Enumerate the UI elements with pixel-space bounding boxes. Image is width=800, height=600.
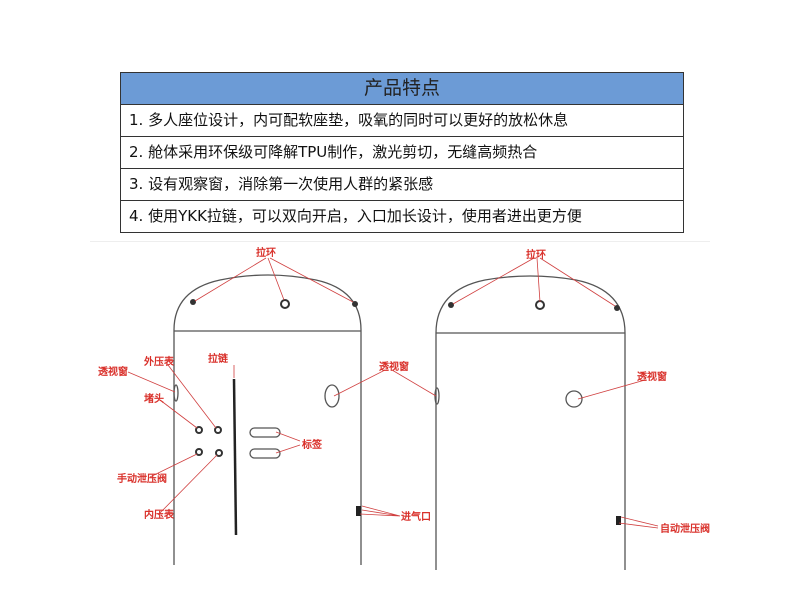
label-zipper: 拉链	[208, 352, 229, 365]
table-row: 4. 使用YKK拉链，可以双向开启，入口加长设计，使用者进出更方便	[121, 200, 683, 232]
label-outer-gauge: 外压表	[143, 355, 175, 368]
tag-slot	[249, 448, 281, 459]
divider	[90, 241, 710, 242]
table-row: 2. 舱体采用环保级可降解TPU制作，激光剪切，无缝高频热合	[121, 136, 683, 168]
label-pull-ring: 拉环	[256, 246, 276, 259]
features-table: 产品特点 1. 多人座位设计，内可配软座垫，吸氧的同时可以更好的放松休息 2. …	[120, 72, 684, 233]
label-tags: 标签	[301, 438, 323, 451]
callout-arrows	[127, 257, 659, 529]
zipper	[232, 378, 238, 536]
pull-ring	[535, 300, 545, 310]
view-window	[324, 384, 340, 408]
fittings	[195, 426, 223, 457]
air-inlet	[356, 506, 361, 516]
table-title: 产品特点	[121, 73, 683, 105]
pull-ring	[280, 299, 290, 309]
label-inner-gauge: 内压表	[144, 508, 175, 521]
pull-ring	[614, 305, 620, 311]
label-pull-ring: 拉环	[526, 248, 546, 261]
pull-ring	[352, 301, 358, 307]
side-window	[434, 387, 440, 405]
pull-ring	[448, 302, 454, 308]
label-plug: 堵头	[144, 392, 164, 405]
label-window: 透视窗	[379, 360, 409, 373]
tag-slot	[249, 427, 281, 438]
label-window: 透视窗	[637, 370, 667, 383]
table-row: 3. 设有观察窗，消除第一次使用人群的紧张感	[121, 168, 683, 200]
label-window: 透视窗	[98, 365, 128, 378]
view-window	[565, 390, 583, 408]
auto-valve	[616, 516, 621, 525]
side-window	[173, 384, 179, 402]
back-chamber	[434, 275, 626, 570]
pull-ring	[190, 299, 196, 305]
table-row: 1. 多人座位设计，内可配软座垫，吸氧的同时可以更好的放松休息	[129, 111, 569, 129]
label-auto-valve: 自动泄压阀	[660, 522, 710, 535]
front-chamber	[173, 274, 362, 565]
label-manual-valve: 手动泄压阀	[117, 472, 167, 485]
label-air-inlet: 进气口	[401, 510, 431, 523]
